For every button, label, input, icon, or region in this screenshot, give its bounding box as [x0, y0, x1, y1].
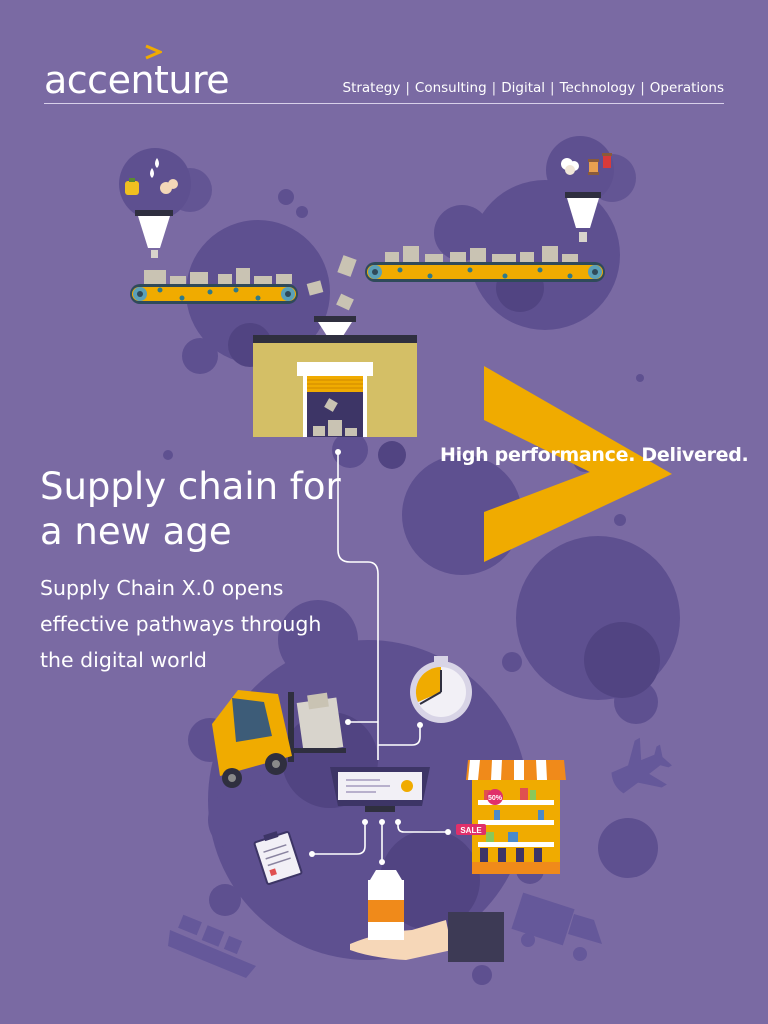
connector-dots [309, 449, 451, 865]
nav-separator: | [405, 80, 410, 96]
conveyor-belt-icon [130, 268, 298, 304]
brand-name: accenture [44, 58, 230, 102]
clipboard-icon [253, 831, 303, 885]
warehouse-icon [253, 316, 417, 437]
logo-greater-than-icon [145, 44, 162, 60]
nav-item-strategy[interactable]: Strategy [342, 80, 401, 96]
connector-lines [312, 452, 448, 862]
funnel-right [565, 192, 601, 242]
nav-separator: | [640, 80, 645, 96]
nav-separator: | [491, 80, 497, 96]
accenture-arrow-mark [484, 366, 672, 562]
accenture-logo[interactable]: accenture [44, 58, 230, 102]
nav-item-technology[interactable]: Technology [559, 80, 636, 96]
funnel-left [135, 210, 173, 258]
stopwatch-icon [410, 656, 472, 723]
tagline: High performance. Delivered. [440, 444, 749, 466]
nav-item-consulting[interactable]: Consulting [414, 80, 487, 96]
airplane-icon [611, 737, 672, 794]
nav-item-digital[interactable]: Digital [501, 80, 546, 96]
truck-icon [511, 892, 602, 961]
conveyor-belt-icon [365, 246, 605, 282]
sale-tag: SALE [460, 826, 482, 835]
discount-badge: 50% [488, 795, 503, 802]
nav-separator: | [550, 80, 555, 96]
header-divider [44, 103, 724, 104]
falling-boxes [306, 255, 357, 311]
store-icon [456, 760, 566, 874]
top-nav: Strategy | Consulting | Digital | Techno… [343, 80, 725, 96]
monitor-icon [330, 767, 430, 812]
ship-icon [168, 914, 256, 978]
milk-carton-icon [368, 870, 404, 940]
ingredients-icon [119, 148, 191, 220]
cotton-thread-icon [546, 136, 614, 204]
forklift-icon [212, 690, 346, 788]
nav-item-operations[interactable]: Operations [649, 80, 724, 96]
page-subtitle: Supply Chain X.0 opens effective pathway… [40, 576, 322, 672]
page-title: Supply chain for a new age [40, 465, 341, 553]
